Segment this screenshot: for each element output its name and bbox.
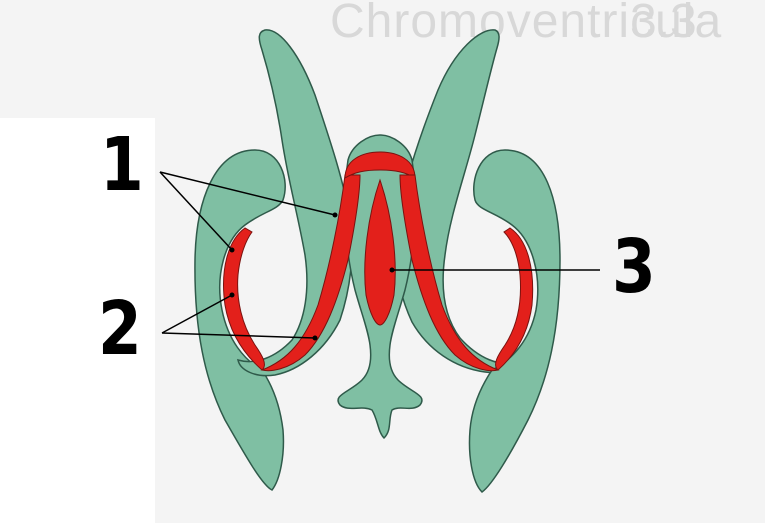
ghost-header-title: Chromoventricula [330, 0, 723, 48]
leader-lines [159, 171, 600, 339]
leader-2a [161, 294, 233, 334]
left-outer-red-band [223, 227, 265, 371]
ghost-section-number: 3.3 [630, 0, 697, 48]
right-outer-lobe [468, 149, 561, 493]
leader-1b [159, 171, 336, 216]
leader-1a [159, 171, 233, 251]
label-1: 1 [100, 122, 144, 208]
right-outer-red-band [495, 227, 534, 371]
central-red-spindle [364, 178, 396, 326]
label-2: 2 [98, 286, 142, 372]
leader-2b [161, 332, 316, 339]
left-inner-red-band [260, 174, 361, 372]
label-3: 3 [612, 224, 656, 310]
label-panel [0, 118, 155, 523]
right-inner-red-band [399, 174, 500, 372]
leader-endpoints [229, 212, 395, 341]
